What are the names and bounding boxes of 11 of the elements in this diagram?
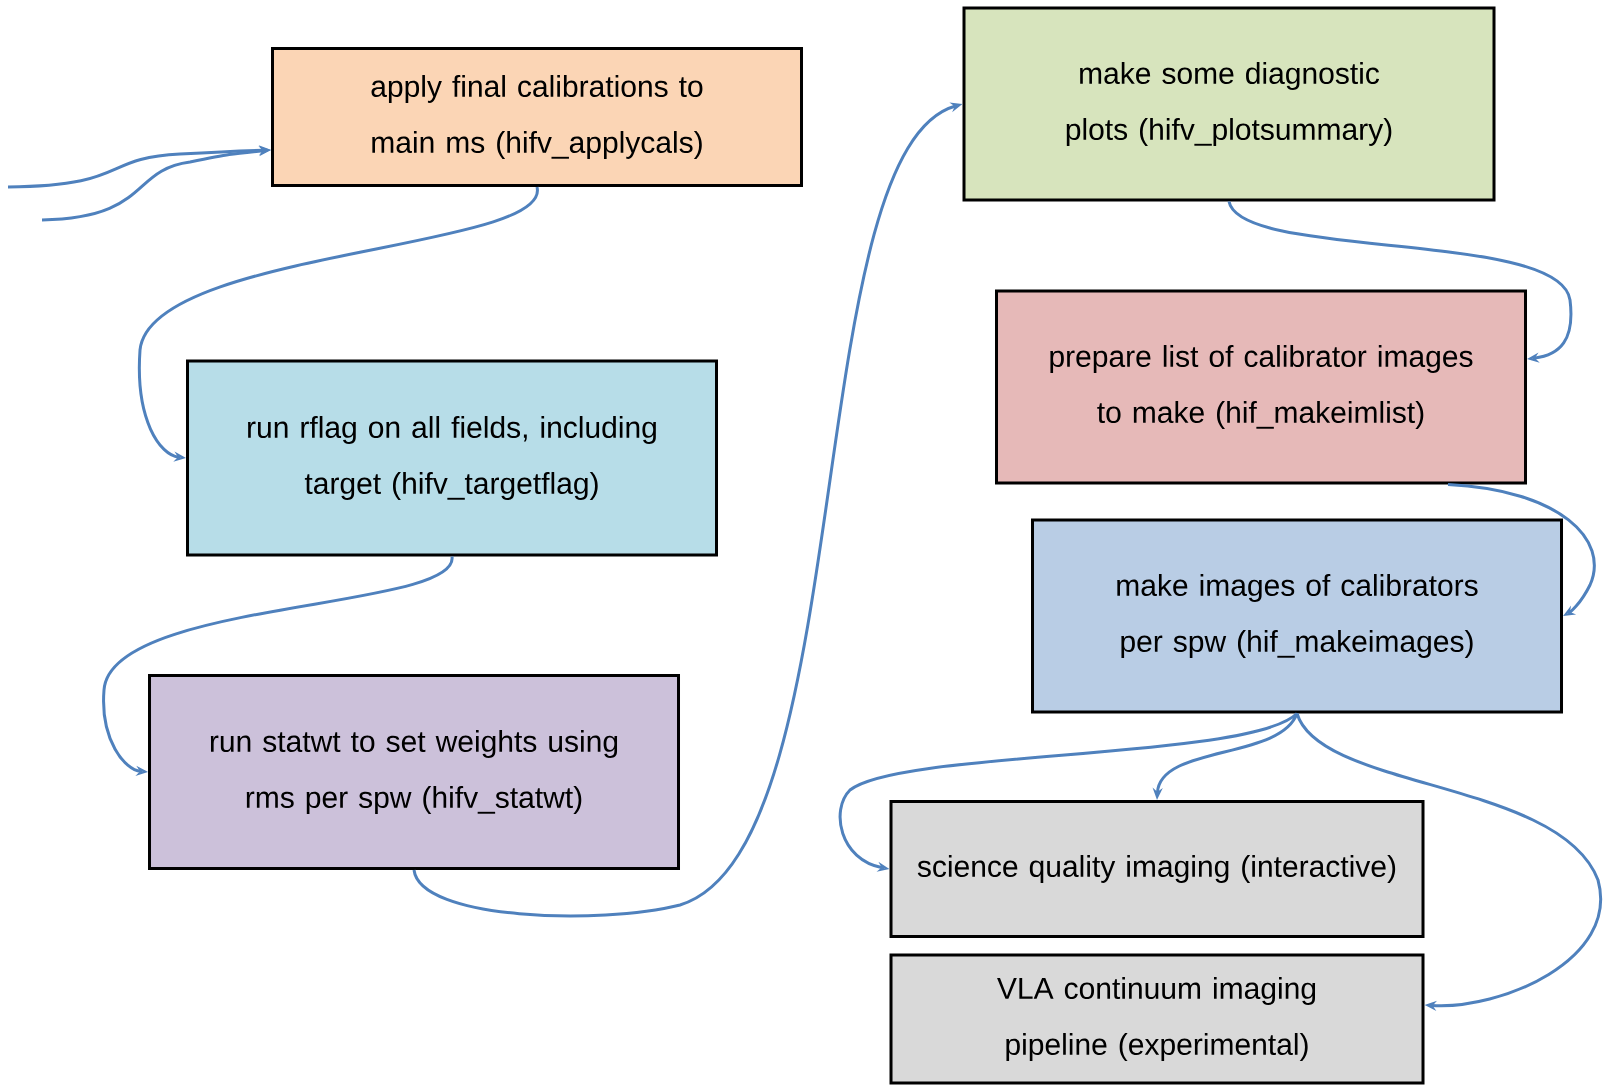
process-box: run statwt to set weights using rms per spw (hifv_statwt) <box>148 674 680 870</box>
process-box: make some diagnostic plots (hifv_plotsummary) <box>962 6 1496 202</box>
process-box: science quality imaging (interactive) <box>889 800 1425 938</box>
process-box: run rflag on all fields, including target (hifv_targetflag) <box>186 359 718 557</box>
arrow <box>1295 712 1603 1011</box>
process-box: prepare list of calibrator images to make (hif_makeimlist) <box>995 289 1527 485</box>
process-box: make images of calibrators per spw (hif_makeimages) <box>1031 518 1563 714</box>
arrow <box>1227 200 1573 363</box>
process-box: apply final calibrations to main ms (hifv_applycals) <box>271 47 803 187</box>
arrow <box>838 712 1298 872</box>
process-box: VLA continuum imaging pipeline (experimental) <box>889 953 1425 1085</box>
